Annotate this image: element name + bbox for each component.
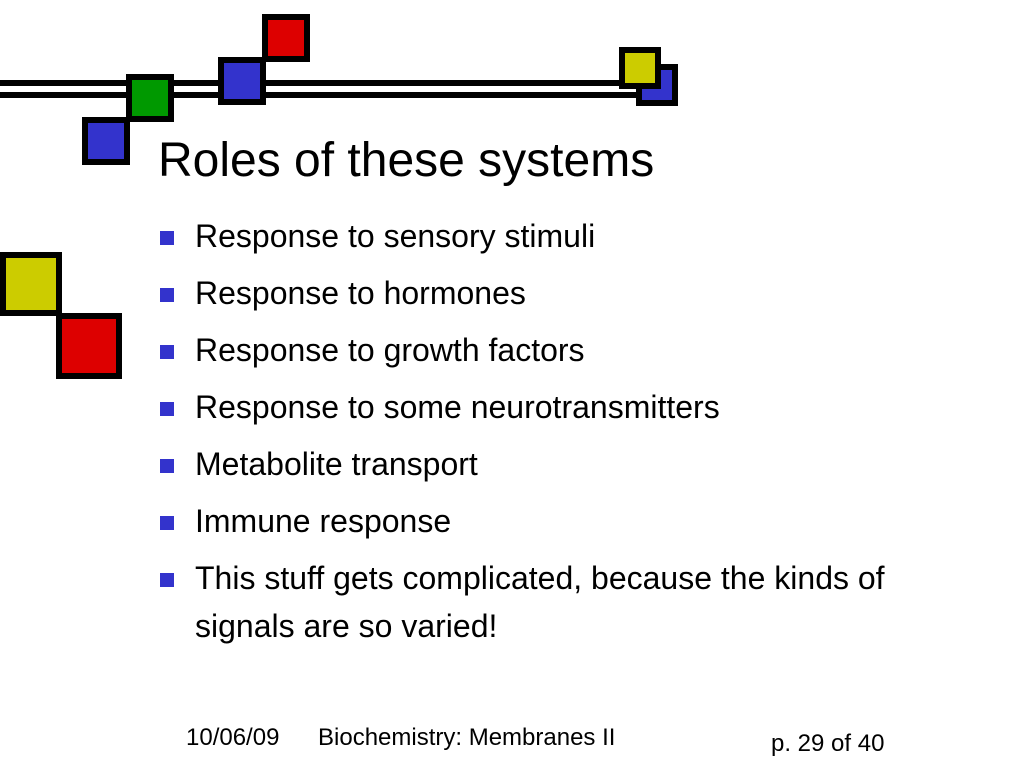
list-item-text: Response to some neurotransmitters bbox=[195, 389, 720, 425]
list-item: Response to sensory stimuli bbox=[158, 212, 958, 260]
list-item: This stuff gets complicated, because the… bbox=[158, 554, 915, 650]
list-item-text: Immune response bbox=[195, 503, 452, 539]
square-bullet-icon bbox=[160, 288, 174, 302]
decorative-yellow-square bbox=[619, 47, 661, 89]
footer-date: 10/06/09 bbox=[186, 724, 280, 751]
slide-title: Roles of these systems bbox=[158, 134, 655, 187]
list-item-text: This stuff gets complicated, because the… bbox=[195, 560, 885, 644]
list-item-text: Response to sensory stimuli bbox=[195, 218, 596, 254]
footer-course-title: Biochemistry: Membranes II bbox=[318, 724, 616, 751]
decorative-yellow-square bbox=[0, 252, 62, 316]
list-item: Immune response bbox=[158, 497, 958, 545]
square-bullet-icon bbox=[160, 345, 174, 359]
square-bullet-icon bbox=[160, 516, 174, 530]
decorative-rule-line-top bbox=[0, 80, 660, 86]
square-bullet-icon bbox=[160, 231, 174, 245]
bullet-list: Response to sensory stimuli Response to … bbox=[158, 212, 958, 659]
list-item-text: Metabolite transport bbox=[195, 446, 478, 482]
decorative-blue-square bbox=[218, 57, 266, 105]
footer-page-number: p. 29 of 40 bbox=[771, 730, 885, 757]
decorative-green-square bbox=[126, 74, 174, 122]
list-item: Response to growth factors bbox=[158, 326, 958, 374]
list-item: Response to hormones bbox=[158, 269, 958, 317]
decorative-blue-square bbox=[82, 117, 130, 165]
square-bullet-icon bbox=[160, 573, 174, 587]
square-bullet-icon bbox=[160, 402, 174, 416]
list-item-text: Response to hormones bbox=[195, 275, 526, 311]
decorative-rule-line-bottom bbox=[0, 92, 640, 98]
list-item: Metabolite transport bbox=[158, 440, 958, 488]
decorative-red-square bbox=[262, 14, 310, 62]
square-bullet-icon bbox=[160, 459, 174, 473]
list-item: Response to some neurotransmitters bbox=[158, 383, 958, 431]
decorative-red-square bbox=[56, 313, 122, 379]
list-item-text: Response to growth factors bbox=[195, 332, 585, 368]
